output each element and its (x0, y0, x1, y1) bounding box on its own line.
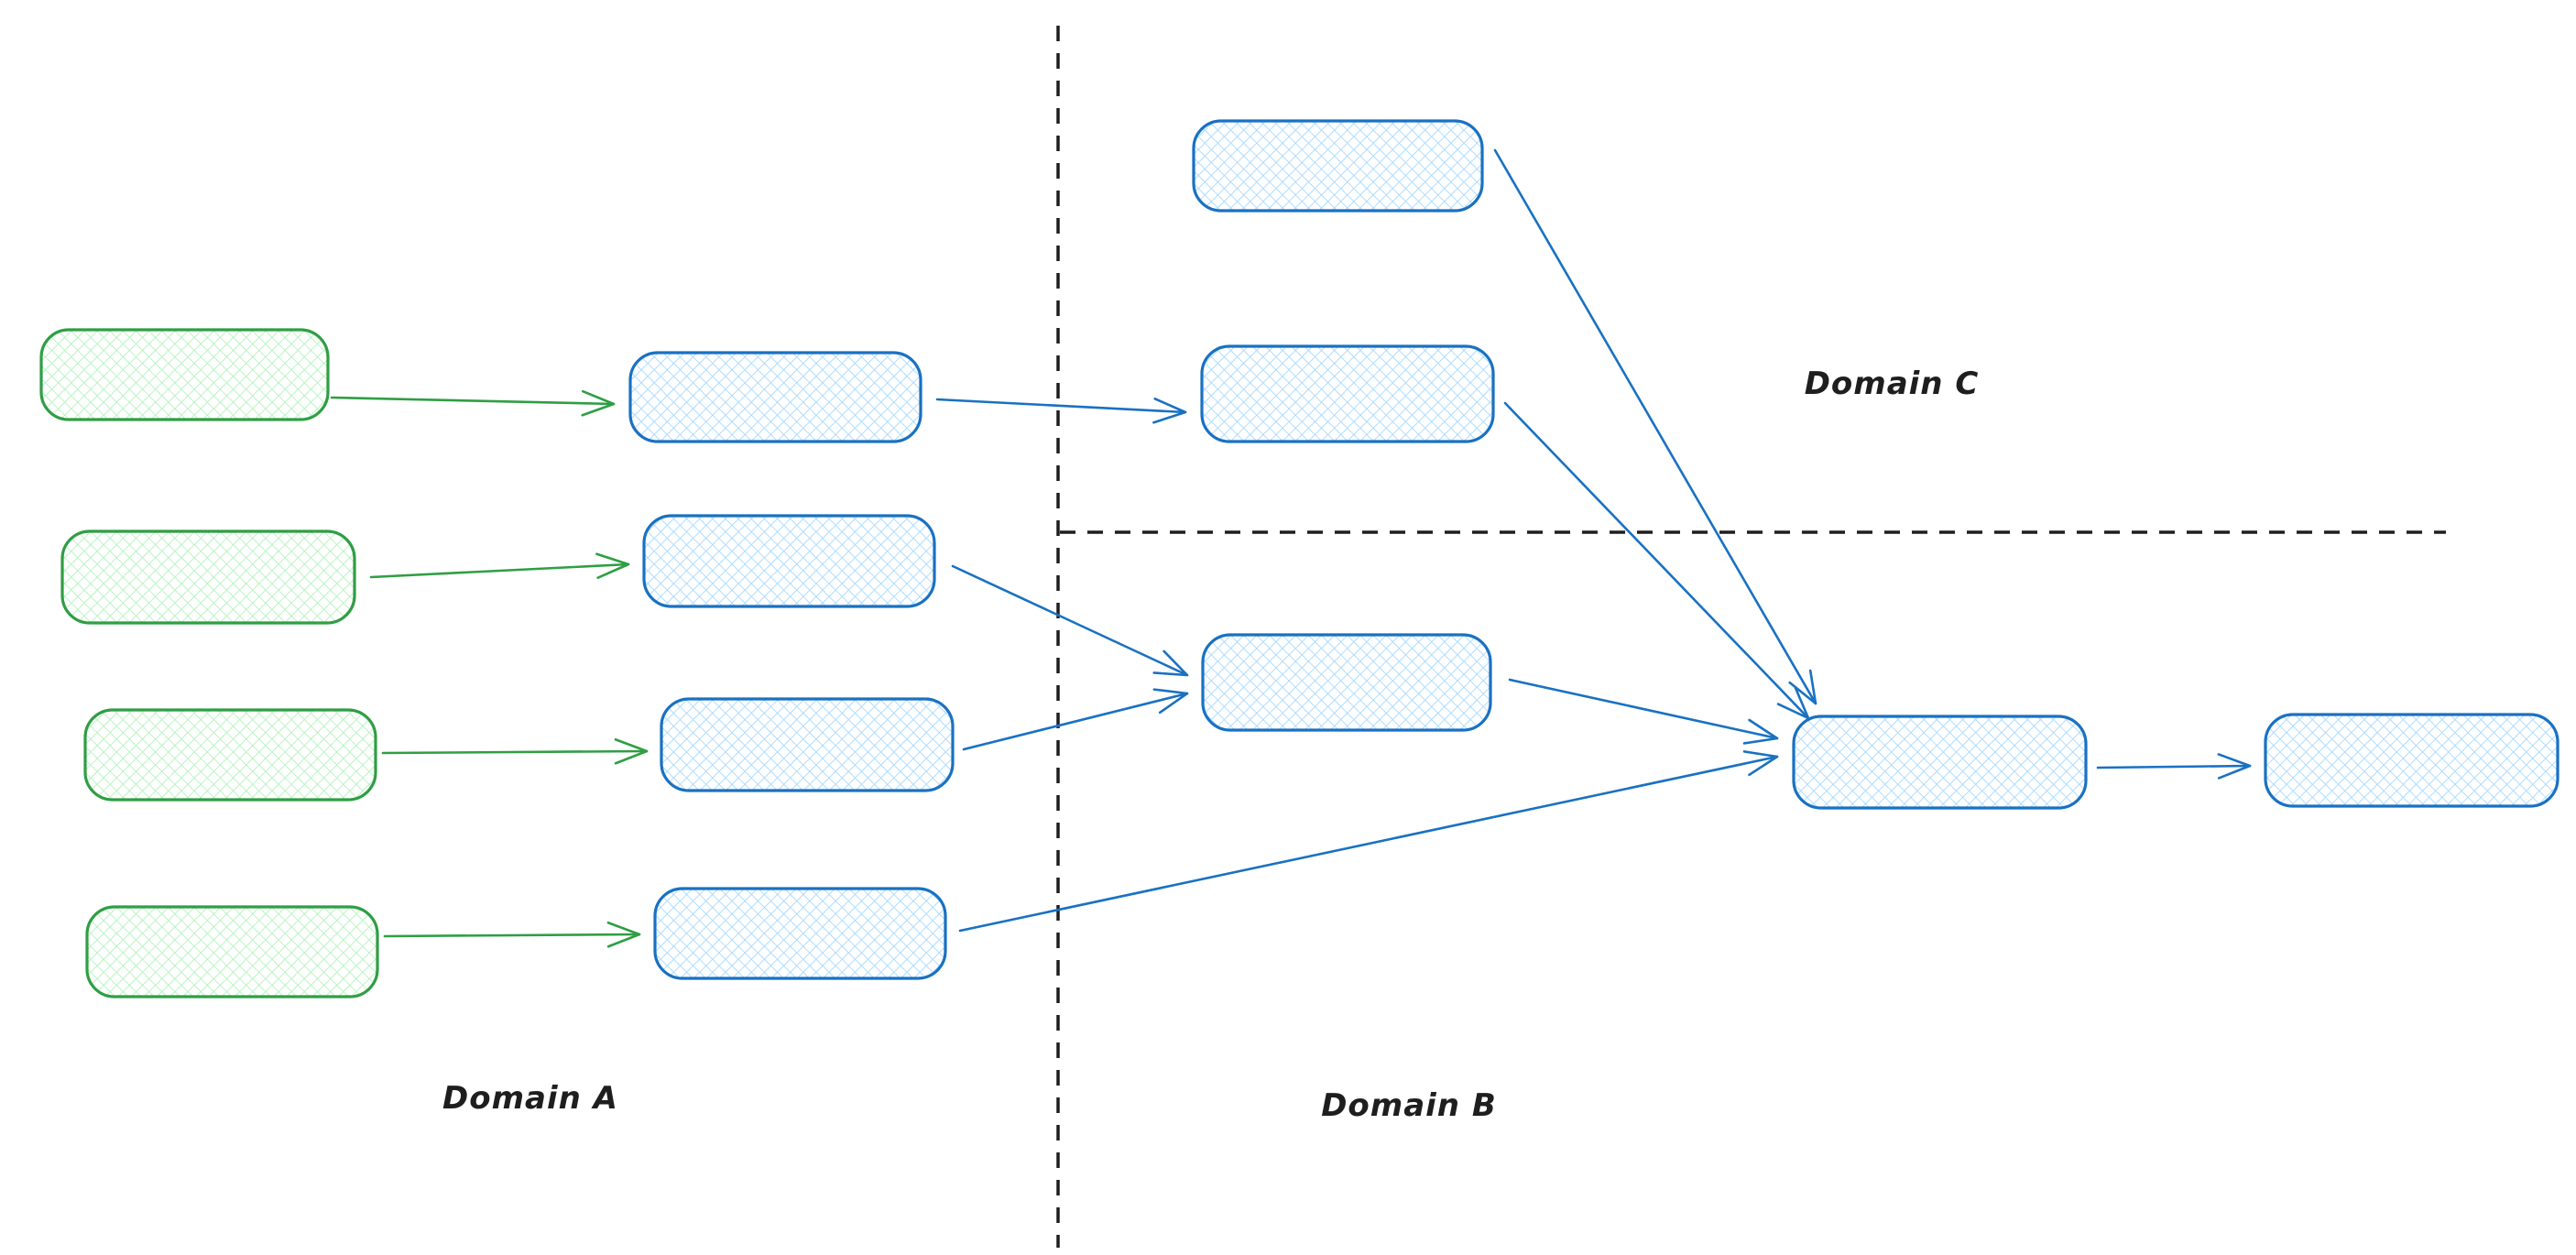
domain-dividers (1056, 26, 2446, 1248)
diagram-edges (330, 148, 2252, 948)
node-b-mid (1201, 633, 1492, 732)
node-c-mid (1200, 344, 1495, 443)
edge-h1-arrow (2096, 753, 2252, 780)
edge-c2-arrow (1503, 401, 1810, 720)
region-labels: Domain A Domain B Domain C (442, 366, 1980, 1124)
edge-m1-arrow (1508, 678, 1779, 745)
edge-b4-arrow (958, 750, 1779, 933)
domain-a-label: Domain A (442, 1080, 618, 1117)
edge-a3-arrow (381, 737, 649, 765)
edge-c1-arrow (1493, 148, 1817, 705)
edge-a1-arrow (330, 389, 616, 417)
node-a-stage-4 (653, 887, 947, 980)
node-a-source-1 (39, 328, 330, 421)
node-b-out (2264, 713, 2560, 808)
edge-b1-arrow (935, 397, 1187, 424)
domain-c-label: Domain C (1805, 366, 1980, 402)
domain-b-label: Domain B (1321, 1087, 1497, 1124)
node-b-hub (1792, 715, 2088, 810)
node-a-source-2 (60, 529, 356, 625)
node-a-stage-2 (642, 514, 936, 608)
edge-b3-arrow (962, 688, 1189, 751)
node-a-source-4 (85, 905, 379, 999)
node-a-stage-3 (660, 697, 955, 792)
diagram-nodes (39, 119, 2560, 999)
edge-a2-arrow (369, 552, 630, 579)
node-a-source-3 (83, 708, 377, 802)
edge-b2-arrow (951, 564, 1189, 677)
node-a-stage-1 (628, 351, 922, 443)
edge-a4-arrow (383, 921, 641, 948)
node-c-top (1192, 119, 1484, 213)
